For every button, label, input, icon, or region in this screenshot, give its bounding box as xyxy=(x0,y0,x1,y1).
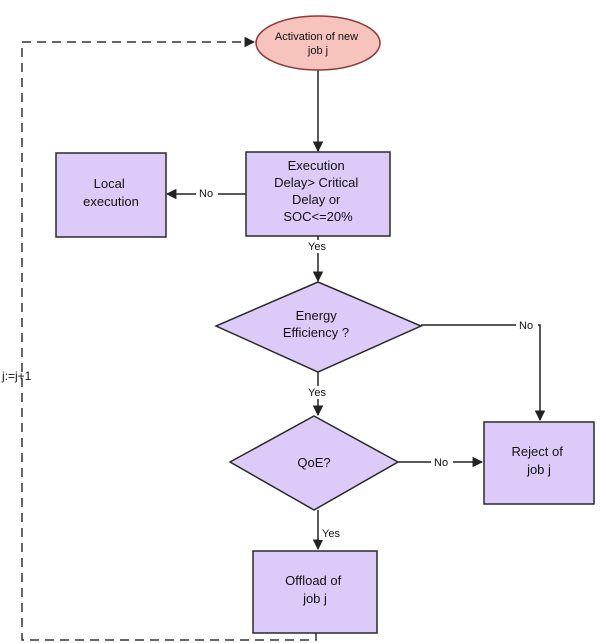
energy-efficiency-label: Energy Efficiency ? xyxy=(283,308,349,340)
qoe-yes-label: Yes xyxy=(322,528,340,540)
condition-node-label: Execution Delay> Critical Delay or SOC<=… xyxy=(274,158,362,224)
energy-no-label: No xyxy=(519,320,533,332)
start-node-label: Activation of new job j xyxy=(275,31,361,57)
reject-node xyxy=(483,421,595,505)
loop-back-line xyxy=(21,36,317,641)
qoe-no-label: No xyxy=(434,457,448,469)
local-execution-node xyxy=(55,152,167,238)
qoe-label: QoE? xyxy=(297,455,330,470)
loop-counter-label: j:=j+1 xyxy=(1,369,32,383)
offload-node xyxy=(252,550,378,634)
condition-no-label: No xyxy=(199,188,213,200)
reject-label: Reject of job j xyxy=(512,444,567,477)
arrow-energy-no-to-reject xyxy=(421,324,546,422)
offload-label: Offload of job j xyxy=(285,573,345,606)
start-node xyxy=(255,15,381,71)
energy-efficiency-decision xyxy=(214,281,423,373)
energy-yes-label: Yes xyxy=(308,387,326,399)
condition-node xyxy=(245,151,391,237)
qoe-decision xyxy=(228,415,400,511)
condition-yes-label: Yes xyxy=(308,241,326,253)
local-execution-label: Local execution xyxy=(83,176,139,209)
